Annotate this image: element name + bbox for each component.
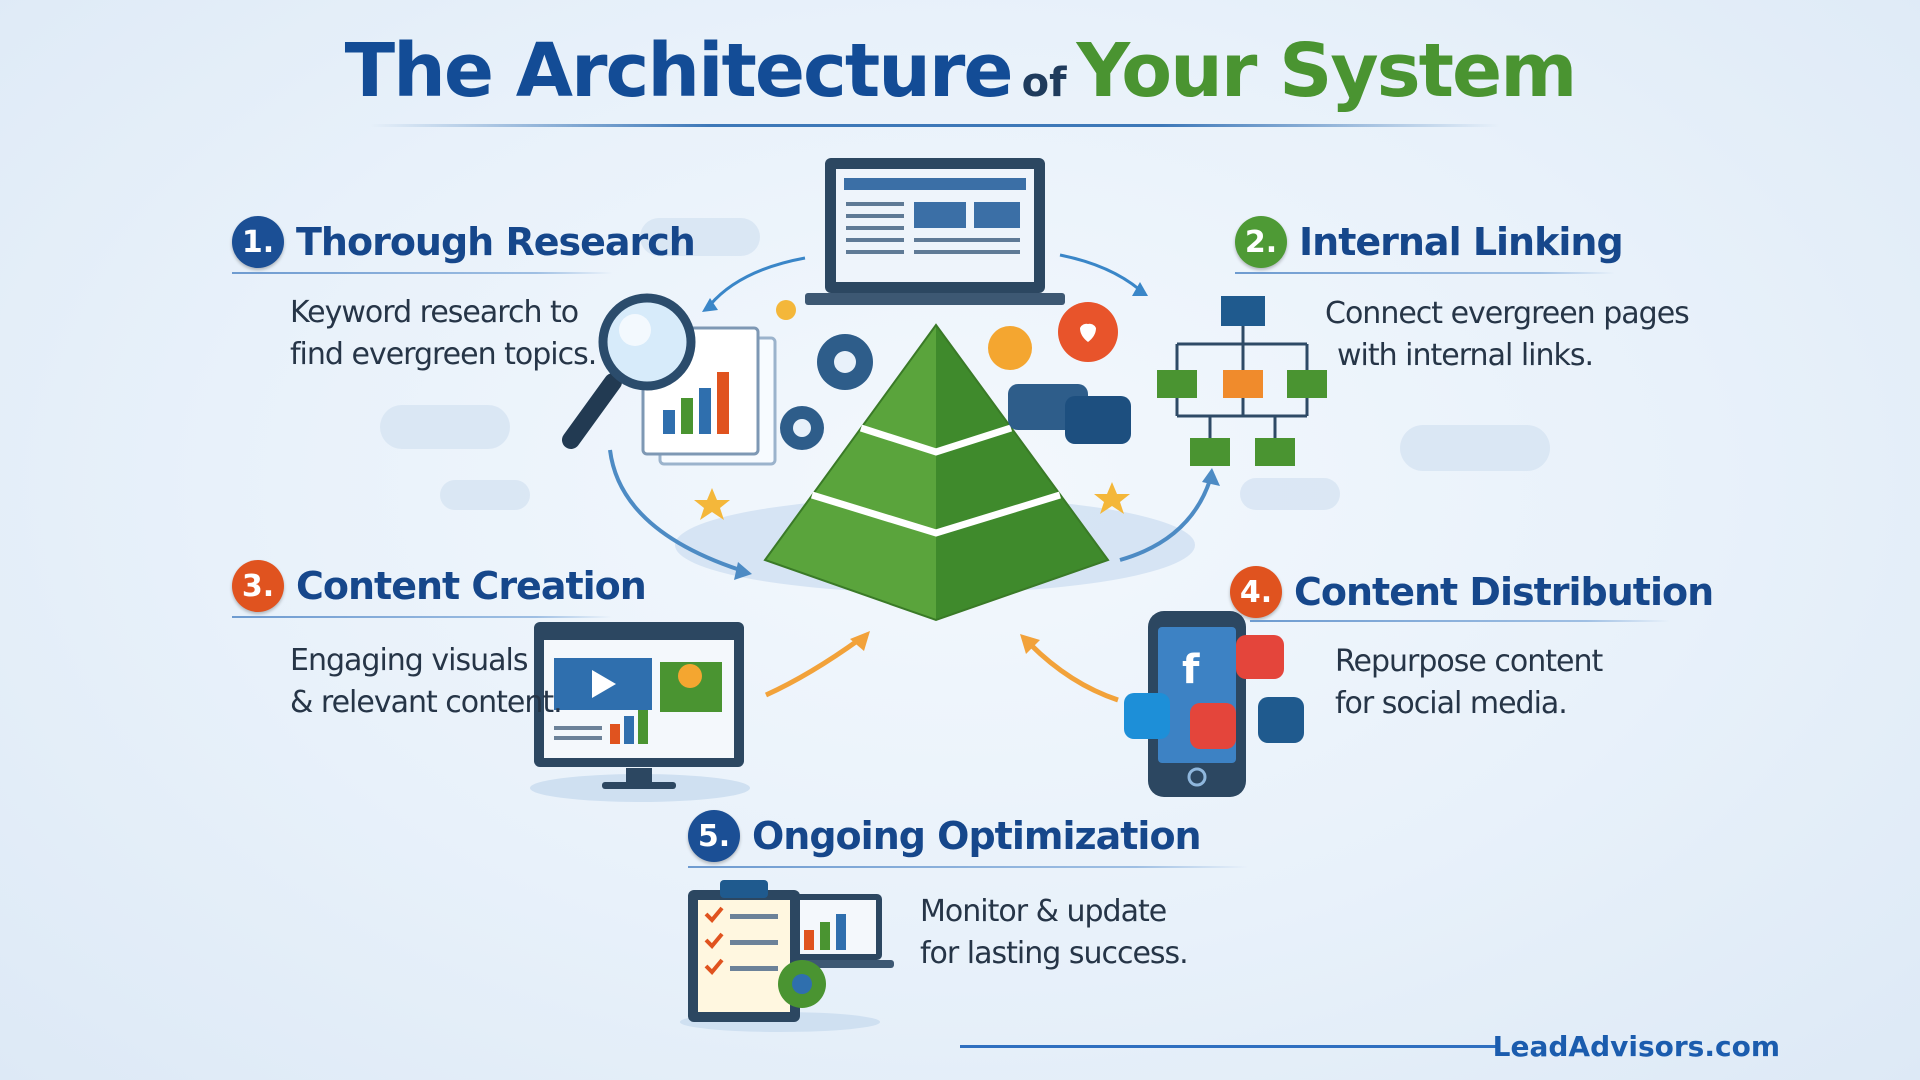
step-5-heading: Ongoing Optimization [752,814,1202,858]
cloud-decoration [380,405,510,449]
step-4-divider [1250,620,1670,622]
brand-underline [960,1045,1500,1048]
step-2-line-2: with internal links. [1337,338,1594,373]
title-part-of: of [1021,60,1067,106]
step-5-number-badge: 5. [688,810,740,862]
step-1-divider [232,272,612,274]
step-4-description: Repurpose content for social media. [1335,641,1603,725]
step-5-line-1: Monitor & update [920,894,1167,929]
step-4-line-1: Repurpose content [1335,644,1603,679]
step-4-header: 4. Content Distribution [1230,566,1714,618]
arrow-creation [764,631,870,698]
monitor-icon [530,622,750,802]
step-1-description: Keyword research to find evergreen topic… [290,292,597,376]
step-3-line-1: Engaging visuals [290,643,528,678]
step-1-line-1: Keyword research to [290,295,579,330]
step-4-heading: Content Distribution [1294,570,1714,614]
step-1-heading: Thorough Research [296,220,696,264]
step-2-line-1: Connect evergreen pages [1325,296,1690,331]
title-part-system: Your System [1076,28,1578,114]
social-bubbles-icon [988,302,1131,444]
cloud-decoration [1240,478,1340,510]
step-2-heading: Internal Linking [1299,220,1624,264]
research-illustration [562,293,777,466]
step-3-description: Engaging visuals & relevant content. [290,640,563,724]
step-3-divider [232,616,612,618]
step-5-line-2: for lasting success. [920,936,1189,971]
title-underline [370,124,1500,127]
step-5-header: 5. Ongoing Optimization [688,810,1202,862]
sitemap-icon [1157,296,1327,466]
step-1-line-2: find evergreen topics. [290,337,597,372]
brand-link[interactable]: LeadAdvisors.com [1492,1030,1780,1063]
arrow-distribution [1020,634,1119,703]
step-3-number-badge: 3. [232,560,284,612]
step-3-header: 3. Content Creation [232,560,647,612]
step-4-number-badge: 4. [1230,566,1282,618]
title-part-architecture: The Architecture [344,28,1014,114]
gear-icon [780,334,873,450]
central-illustration [608,158,1220,622]
step-5-divider [688,866,1248,868]
step-3-line-2: & relevant content. [290,685,563,720]
laptop-icon [805,158,1065,305]
cloud-decoration [440,480,530,510]
step-2-header: 2. Internal Linking [1235,216,1624,268]
svg-text:f: f [1182,647,1200,693]
phone-social-icon: f [1124,611,1304,797]
clipboard-chart-icon [680,880,894,1032]
step-2-description: Connect evergreen pages with internal li… [1325,293,1690,377]
step-3-heading: Content Creation [296,564,647,608]
step-4-line-2: for social media. [1335,686,1568,721]
step-1-header: 1. Thorough Research [232,216,696,268]
step-5-description: Monitor & update for lasting success. [920,891,1189,975]
step-2-divider [1235,272,1615,274]
cloud-decoration [640,218,760,256]
step-2-number-badge: 2. [1235,216,1287,268]
step-1-number-badge: 1. [232,216,284,268]
cloud-decoration [1400,425,1550,471]
pyramid-icon [763,323,1110,622]
